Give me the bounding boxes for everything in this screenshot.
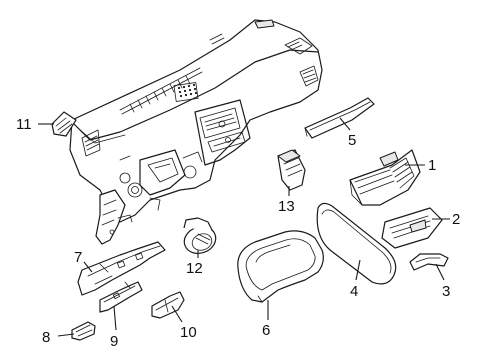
leader-5 — [339, 117, 351, 131]
callout-2: 2 — [452, 211, 460, 228]
part-12-round-vent — [183, 217, 217, 254]
part-7-lower-bracket — [77, 241, 166, 296]
part-3-trim-clip — [409, 253, 449, 271]
part-5-trim-strip — [304, 97, 375, 139]
part-8-clip — [71, 321, 96, 341]
part-1-center-vent — [349, 149, 421, 206]
part-10-bracket — [151, 291, 185, 319]
leader-7 — [83, 261, 93, 273]
instrument-panel — [69, 19, 323, 245]
callout-3: 3 — [442, 283, 450, 300]
part-11-side-vent — [51, 111, 77, 137]
part-6-cluster-bezel — [237, 230, 324, 303]
leader-3 — [435, 263, 445, 281]
leader-10 — [171, 305, 183, 323]
callout-10: 10 — [180, 324, 197, 341]
part-4-glove-box-lid — [316, 202, 397, 285]
part-2-vent-grille — [381, 207, 443, 249]
callout-labels: 1 2 3 4 5 6 7 8 9 10 11 12 13 — [16, 116, 460, 350]
leader-9 — [113, 305, 117, 331]
callout-5: 5 — [348, 132, 356, 149]
callout-11: 11 — [16, 116, 32, 133]
callout-9: 9 — [110, 333, 118, 350]
callout-1: 1 — [428, 157, 436, 174]
callout-8: 8 — [42, 329, 50, 346]
callout-12: 12 — [186, 260, 203, 277]
defrost-vent-lines — [129, 75, 191, 113]
part-13-air-duct — [277, 149, 306, 191]
callout-4: 4 — [350, 283, 358, 300]
sunload-sensor-grid — [173, 82, 199, 102]
callout-6: 6 — [262, 322, 270, 339]
leader-lines — [38, 117, 450, 337]
part-9-lower-bracket — [99, 281, 143, 313]
callout-13: 13 — [278, 198, 295, 215]
callout-7: 7 — [74, 249, 82, 266]
leader-4 — [355, 259, 361, 281]
leader-8 — [57, 333, 75, 337]
